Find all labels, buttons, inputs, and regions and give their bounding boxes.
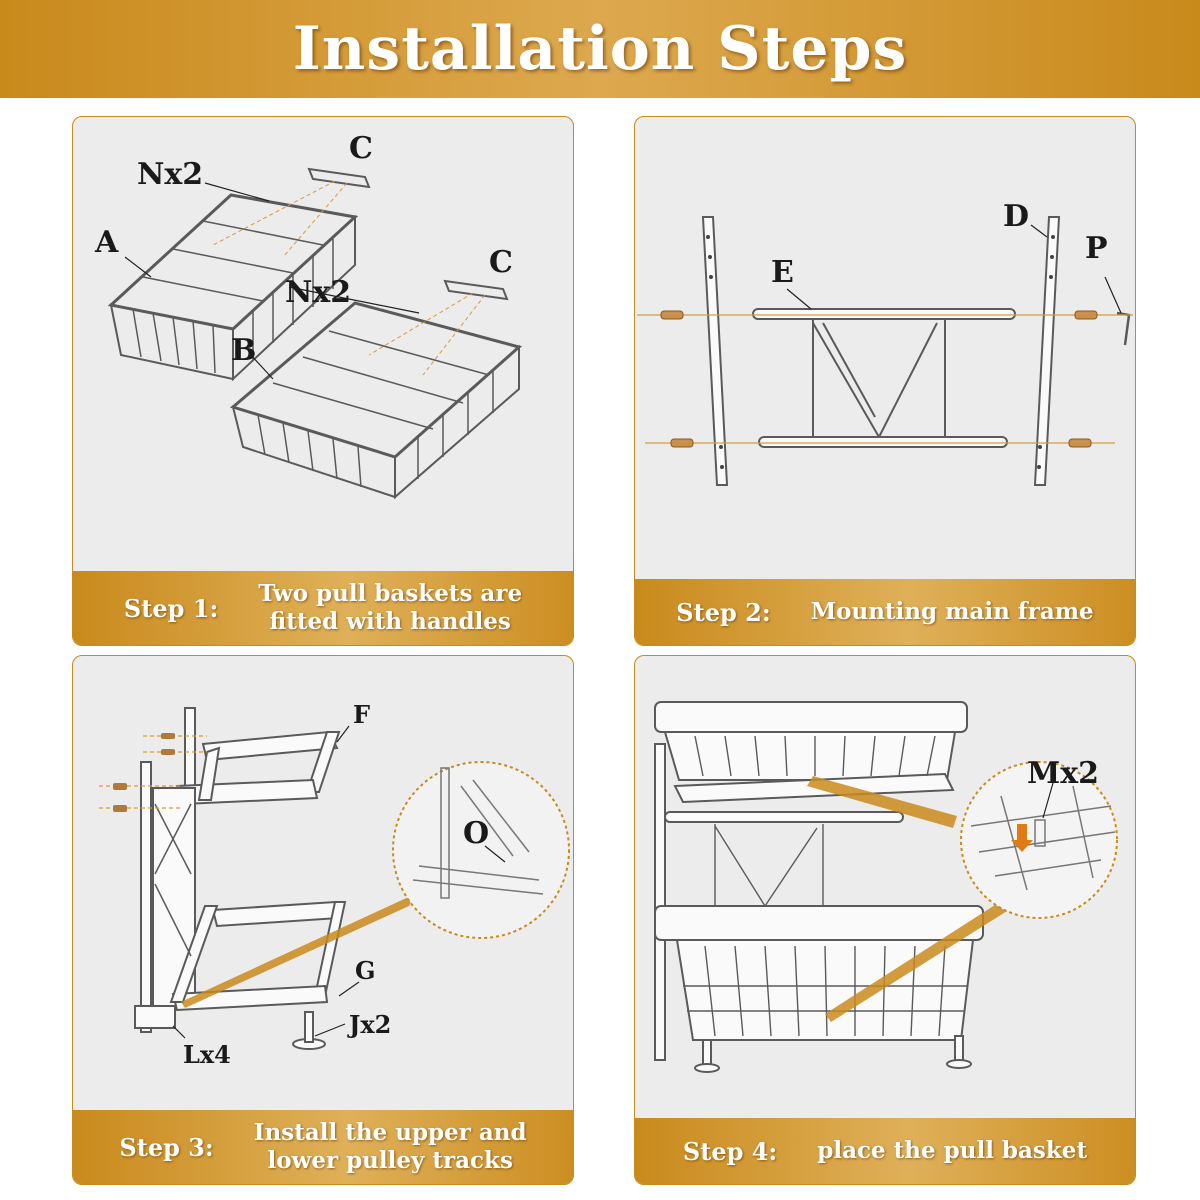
step-1-panel: Nx2 C A Nx2 C B Step 1: Two pull baskets…: [72, 116, 574, 646]
step-3-banner: Step 3: Install the upper and lower pull…: [73, 1110, 573, 1184]
step-1-illustration: [107, 167, 523, 500]
part-label-c: C: [489, 245, 513, 280]
page-title: Installation Steps: [292, 14, 908, 84]
step-3-illustration: [99, 707, 570, 1050]
title-bar: Installation Steps: [0, 0, 1200, 98]
step-description-line: lower pulley tracks: [267, 1147, 513, 1174]
step-4-panel: Mx2 Step 4: place the pull basket: [634, 655, 1136, 1185]
step-4-illustration: [654, 701, 1118, 1073]
step-label: Step 4:: [682, 1136, 778, 1166]
step-label: Step 1:: [123, 593, 219, 623]
part-label-n: Nx2: [137, 157, 204, 192]
step-description: Two pull baskets are fitted with handles: [258, 580, 522, 636]
step-description-line: Two pull baskets are: [258, 580, 523, 607]
step-1-banner: Step 1: Two pull baskets are fitted with…: [73, 571, 573, 645]
step-2-banner: Step 2: Mounting main frame: [635, 579, 1135, 645]
part-label-m: Mx2: [1027, 756, 1099, 791]
part-label-d: D: [1003, 199, 1030, 234]
part-label-a: A: [95, 225, 119, 260]
part-label-o: O: [463, 816, 490, 851]
part-label-e: E: [771, 255, 794, 290]
step-label: Step 3:: [119, 1132, 214, 1162]
step-2-illustration: [637, 216, 1133, 486]
step-description-line: Install the upper and: [253, 1119, 527, 1146]
step-description-line: fitted with handles: [269, 608, 511, 635]
step-description: Install the upper and lower pulley track…: [254, 1119, 527, 1175]
step-2-panel: E D P Step 2: Mounting main frame: [634, 116, 1136, 646]
part-label-j: Jx2: [349, 1010, 392, 1039]
part-label-f: F: [353, 700, 371, 729]
step-description: Mounting main frame: [811, 598, 1094, 626]
step-description-line: place the pull basket: [817, 1137, 1088, 1164]
part-label-n: Nx2: [285, 275, 352, 310]
part-label-p: P: [1085, 231, 1108, 266]
part-label-g: G: [355, 956, 376, 985]
step-4-banner: Step 4: place the pull basket: [635, 1118, 1135, 1184]
step-3-panel: F O G Jx2 Lx4 Step 3: Install the upper …: [72, 655, 574, 1185]
part-label-b: B: [231, 333, 257, 368]
step-description: place the pull basket: [817, 1137, 1087, 1165]
part-label-l: Lx4: [183, 1040, 231, 1069]
part-label-c: C: [349, 131, 373, 166]
step-description-line: Mounting main frame: [810, 598, 1094, 625]
step-label: Step 2:: [676, 597, 771, 627]
